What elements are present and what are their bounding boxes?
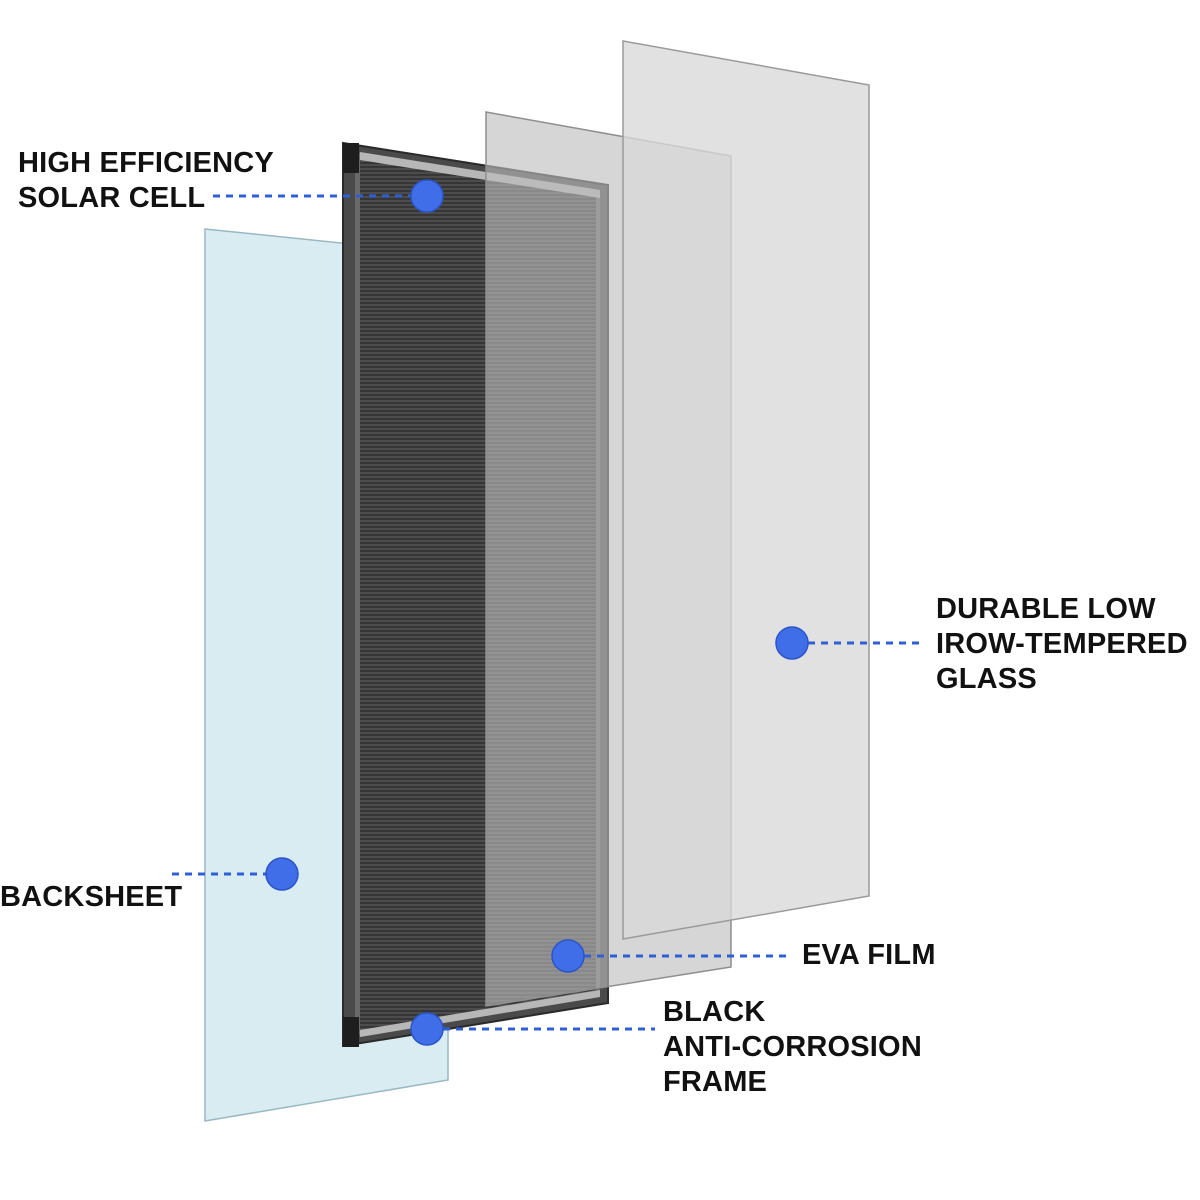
label-glass: DURABLE LOW IROW-TEMPERED GLASS [936, 592, 1188, 697]
label-solar-cell: HIGH EFFICIENCY SOLAR CELL [18, 146, 274, 216]
label-backsheet-line-1: BACKSHEET [0, 881, 183, 913]
marker-backsheet [265, 857, 299, 891]
marker-solar-cell [410, 179, 444, 213]
label-glass-line-3: GLASS [936, 663, 1037, 695]
marker-frame [410, 1012, 444, 1046]
label-solar-cell-line-1: HIGH EFFICIENCY [18, 147, 274, 179]
label-glass-line-1: DURABLE LOW [936, 593, 1156, 625]
label-frame: BLACK ANTI-CORROSION FRAME [663, 995, 922, 1100]
marker-eva [551, 939, 585, 973]
label-frame-line-3: FRAME [663, 1066, 768, 1098]
leader-lines [172, 194, 925, 1031]
label-eva-film: EVA FILM [802, 938, 936, 973]
markers [265, 179, 809, 1046]
label-glass-line-2: IROW-TEMPERED [936, 628, 1188, 660]
label-backsheet: BACKSHEET [0, 880, 182, 915]
marker-glass [775, 626, 809, 660]
frame-corner-top [343, 143, 359, 173]
label-frame-line-1: BLACK [663, 996, 766, 1028]
label-frame-line-2: ANTI-CORROSION [663, 1031, 922, 1063]
label-eva-film-line-1: EVA FILM [802, 939, 936, 971]
tempered-glass-layer [622, 40, 870, 940]
label-solar-cell-line-2: SOLAR CELL [18, 182, 206, 214]
frame-corner-bottom [343, 1017, 359, 1047]
